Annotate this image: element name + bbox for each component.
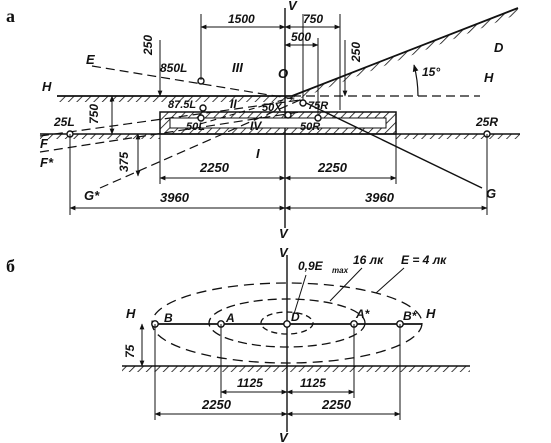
dim-2250-right-a: 2250 bbox=[317, 160, 348, 175]
point-75r bbox=[299, 99, 307, 107]
label-850l: 850L bbox=[160, 61, 187, 75]
dim-3960-left: 3960 bbox=[160, 190, 190, 205]
label-line-h-left: H bbox=[42, 79, 52, 94]
ground-hatch-top bbox=[57, 96, 292, 102]
dim-250-left: 250 bbox=[141, 35, 155, 56]
panel-letter-b: б bbox=[6, 256, 15, 276]
label-line-e: E bbox=[86, 52, 95, 67]
slope-hatch bbox=[292, 8, 518, 100]
leader-4 bbox=[375, 267, 405, 294]
dim-375: 375 bbox=[117, 152, 131, 172]
label-4lk: E = 4 лк bbox=[401, 253, 447, 267]
dim-250-right: 250 bbox=[349, 42, 363, 63]
ground-hatch-left bbox=[40, 134, 160, 139]
dim-2250-right-b: 2250 bbox=[321, 397, 352, 412]
label-h-b-right: H bbox=[426, 306, 436, 321]
dim-750-top: 750 bbox=[303, 12, 323, 26]
isolux-09emax bbox=[260, 311, 314, 335]
line-g bbox=[299, 99, 483, 189]
label-50r: 50R bbox=[300, 121, 320, 133]
label-a-star: A* bbox=[355, 307, 371, 321]
label-line-d: D bbox=[494, 40, 504, 55]
label-b: B bbox=[164, 311, 173, 325]
point-50x bbox=[284, 111, 292, 119]
label-875l: 87.5L bbox=[168, 99, 196, 111]
zone-iv: IV bbox=[250, 119, 262, 133]
label-d: D bbox=[291, 310, 300, 324]
dim-2250-left-a: 2250 bbox=[199, 160, 230, 175]
label-16lk: 16 лк bbox=[353, 253, 384, 267]
diagram-a: V V bbox=[39, 0, 520, 241]
label-line-f-star: F* bbox=[40, 155, 54, 170]
label-25r: 25R bbox=[475, 115, 498, 129]
ground-hatch-b bbox=[122, 366, 470, 372]
dim-500: 500 bbox=[291, 30, 311, 44]
dim-750-left: 750 bbox=[87, 104, 101, 124]
point-d bbox=[283, 320, 291, 328]
dim-1125-right: 1125 bbox=[300, 376, 326, 390]
label-h-b-left: H bbox=[126, 306, 136, 321]
axis-v-b-bottom-label: V bbox=[279, 430, 289, 443]
dim-1500: 1500 bbox=[228, 12, 255, 26]
line-f bbox=[39, 99, 301, 137]
body-inner bbox=[169, 117, 387, 129]
ground-hatch-right bbox=[396, 134, 520, 139]
label-a: A bbox=[225, 311, 235, 325]
angle-arc bbox=[412, 64, 419, 97]
dim-75: 75 bbox=[123, 344, 137, 358]
point-875l bbox=[199, 104, 207, 112]
label-max: max bbox=[332, 266, 349, 275]
axis-v-b-top-label: V bbox=[279, 245, 289, 260]
label-75r: 75R bbox=[308, 100, 328, 112]
label-line-g-star: G* bbox=[84, 188, 100, 203]
line-f-star bbox=[39, 111, 301, 153]
diagram-b: V V B A D A* B* H H 0,9E max 16 лк E = 4… bbox=[122, 245, 470, 443]
leader-09emax bbox=[293, 274, 307, 315]
dim-2250-left-b: 2250 bbox=[201, 397, 232, 412]
isolux-16 bbox=[208, 298, 366, 348]
label-line-h-right: H bbox=[484, 70, 494, 85]
label-angle: 15° bbox=[422, 65, 440, 79]
zone-iii: III bbox=[232, 60, 243, 75]
panel-letter-a: а bbox=[6, 6, 15, 26]
label-50x: 50X bbox=[262, 102, 282, 114]
label-09e: 0,9E bbox=[298, 259, 324, 273]
label-b-star: B* bbox=[403, 309, 418, 323]
dim-1125-left: 1125 bbox=[237, 376, 263, 390]
line-o-left bbox=[199, 96, 294, 125]
leader-16 bbox=[329, 267, 363, 302]
label-25l: 25L bbox=[53, 115, 75, 129]
dim-3960-right: 3960 bbox=[365, 190, 395, 205]
zone-ii: II bbox=[230, 97, 237, 111]
label-50l: 50L bbox=[186, 121, 205, 133]
label-point-o: O bbox=[278, 66, 288, 81]
label-line-f: F bbox=[40, 136, 49, 151]
label-line-g: G bbox=[486, 186, 496, 201]
axis-v-top-label: V bbox=[288, 0, 298, 13]
axis-v-bottom-label: V bbox=[279, 226, 289, 241]
zone-i: I bbox=[256, 146, 260, 161]
line-g-star bbox=[99, 99, 301, 189]
point-50l bbox=[197, 114, 205, 122]
line-e bbox=[91, 65, 301, 101]
